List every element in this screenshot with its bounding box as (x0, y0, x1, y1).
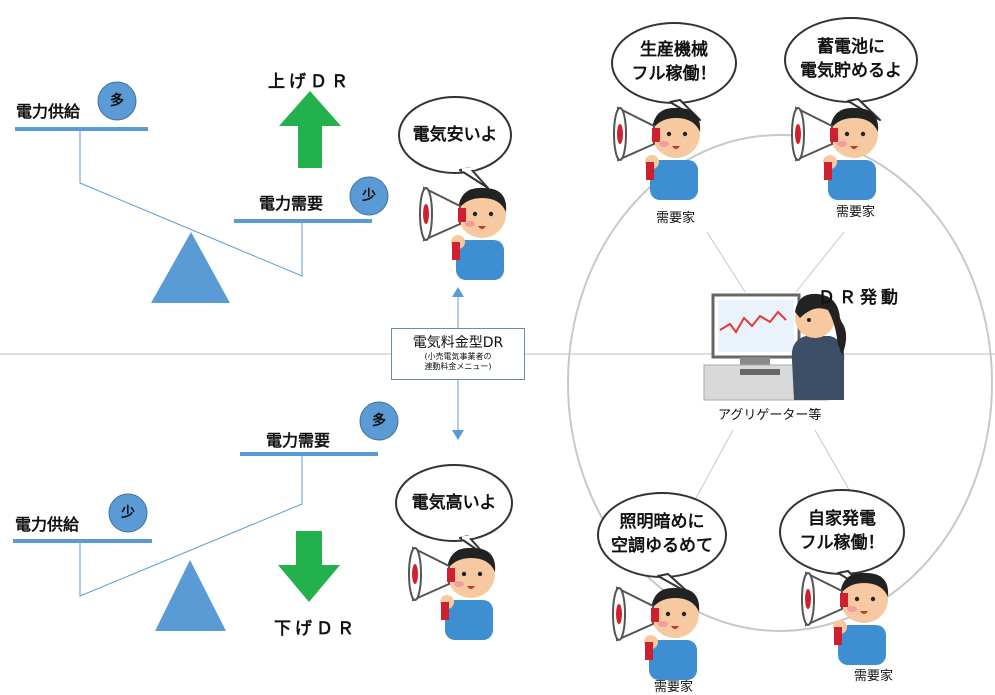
link-bl (694, 429, 734, 501)
consumer-1-line2: フル稼働！ (631, 64, 717, 84)
bubble-expensive (395, 464, 513, 557)
up-dr-label: 上げＤＲ (268, 72, 352, 92)
bottom-demand-ball-label: 多 (372, 413, 386, 429)
consumer-3-line1: 照明暗めに (619, 512, 705, 532)
consumer-1-label: 需要家 (656, 211, 696, 226)
consumer-2-label: 需要家 (836, 205, 876, 220)
consumer-2-line2: 電気貯めるよ (800, 61, 902, 81)
consumer-3-person (612, 586, 701, 681)
bottom-demand-ball (359, 401, 399, 441)
consumer-2-person (791, 106, 880, 201)
top-supply-label: 電力供給 (16, 102, 81, 121)
bubble-consumer-4 (779, 489, 905, 592)
up-arrow (279, 91, 341, 168)
price-arrow-down-head (452, 430, 464, 440)
consumer-1-person (613, 106, 702, 201)
link-tr (795, 231, 845, 293)
bubble-cheap (398, 96, 512, 189)
price-dr-sub1: (小売電気事業者の (424, 352, 492, 361)
consumer-3-label: 需要家 (654, 680, 694, 695)
aggregator-figure (703, 293, 847, 401)
consumer-4-line1: 自家発電 (808, 509, 876, 529)
announcer-top (419, 186, 508, 281)
price-arrow-up-head (452, 287, 464, 297)
consumer-1-line1: 生産機械 (640, 40, 708, 60)
speech-expensive-text: 電気高いよ (411, 493, 497, 513)
link-br (814, 429, 856, 501)
top-demand-ball-label: 少 (362, 188, 376, 204)
top-beam (79, 129, 303, 277)
top-supply-ball-label: 多 (110, 93, 124, 109)
down-dr-label: 下げＤＲ (274, 619, 358, 639)
bottom-supply-label: 電力供給 (15, 515, 80, 534)
bottom-demand-label: 電力需要 (266, 431, 331, 450)
speech-cheap-text: 電気安いよ (412, 125, 498, 145)
top-demand-ball (349, 176, 389, 216)
link-tl (706, 231, 746, 293)
bottom-fulcrum (155, 560, 226, 631)
consumer-4-line2: フル稼働！ (799, 533, 885, 553)
consumer-4-label: 需要家 (854, 669, 894, 684)
dr-activate-label: ＤＲ発動 (818, 288, 902, 308)
network-circle (567, 134, 993, 632)
bottom-supply-ball (108, 493, 148, 533)
top-demand-label: 電力需要 (259, 194, 324, 213)
top-supply-ball (97, 81, 137, 121)
bottom-supply-ball-label: 少 (121, 505, 135, 521)
price-dr-sub2: 連動料金メニュー) (424, 362, 492, 371)
consumer-3-line2: 空調ゆるめて (611, 536, 713, 556)
top-fulcrum (151, 232, 230, 303)
bottom-beam (79, 454, 303, 597)
down-arrow (278, 531, 340, 602)
aggregator-label: アグリゲーター等 (718, 408, 822, 423)
price-dr-title: 電気料金型DR (412, 335, 504, 351)
price-dr-box: 電気料金型DR (小売電気事業者の 連動料金メニュー) (391, 328, 525, 380)
consumer-2-line1: 蓄電池に (817, 37, 885, 57)
announcer-bottom (408, 546, 497, 641)
